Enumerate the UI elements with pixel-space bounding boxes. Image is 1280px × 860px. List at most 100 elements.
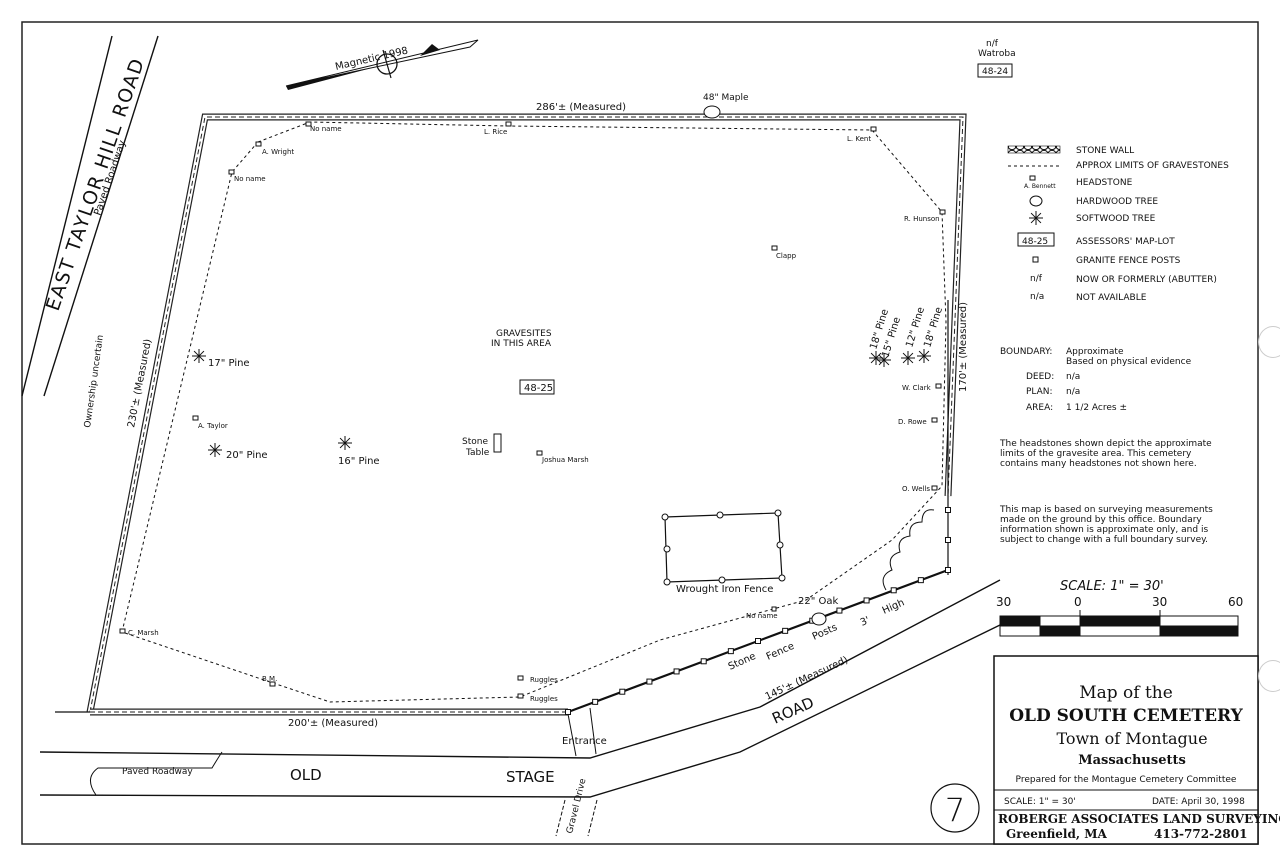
pine-17-symbol (192, 349, 206, 363)
legend-softwood-star (1029, 211, 1043, 225)
headstone-o-wells: O. Wells (902, 485, 930, 493)
fence-post (917, 577, 924, 584)
fence-post (727, 648, 734, 655)
abutter-prefix: n/f (986, 39, 999, 49)
south-dimension: 200'± (Measured) (288, 718, 378, 729)
wrought-iron-fence: Wrought Iron Fence (661, 509, 786, 595)
boundary-value-1: Approximate (1066, 347, 1124, 357)
sheet-border (21, 21, 1259, 845)
note-line-2: limits of the gravesite area. This cemet… (1000, 449, 1192, 459)
abutter-lot: 48-24 (982, 67, 1008, 77)
boundary-value-2: Based on physical evidence (1066, 357, 1192, 367)
legend-map-lot-sample: 48-25 (1022, 237, 1048, 247)
fence-post (673, 668, 680, 675)
pine-16: 16" Pine (338, 456, 380, 467)
gravesites-label-1: GRAVESITES (496, 329, 552, 339)
deed-value: n/a (1066, 372, 1080, 382)
headstone-joshua-marsh: Joshua Marsh (541, 456, 589, 464)
headstone-ruggles-2: Ruggles (530, 695, 558, 703)
fence-post (700, 658, 707, 665)
sheet-number: 7 (945, 791, 965, 829)
stone-fence-label: Stone (727, 651, 758, 673)
title-line-3: Town of Montague (1056, 729, 1207, 748)
scale-bar: SCALE: 1" = 30' 30 0 30 60 (996, 579, 1243, 637)
entrance-label: Entrance (562, 736, 607, 747)
pine-16-symbol (338, 436, 352, 450)
area-value: 1 1/2 Acres ± (1066, 403, 1127, 413)
pine-20: 20" Pine (226, 450, 268, 461)
fence-post (646, 678, 653, 685)
legend-headstone: HEADSTONE (1076, 178, 1133, 188)
scale-tick-30-left: 30 (996, 595, 1011, 609)
posts-label: Posts (811, 622, 839, 643)
prepared-for: Prepared for the Montague Cemetery Commi… (1016, 775, 1237, 785)
scale-tick-30: 30 (1152, 595, 1167, 609)
binder-hole-top (1258, 326, 1280, 358)
headstone-no-name-3: No name (746, 612, 778, 620)
north-arrow: Magnetic 1998 (285, 39, 479, 90)
fence-post (592, 698, 599, 705)
title-line-1: Map of the (1079, 683, 1173, 703)
pine-12-symbol (901, 351, 915, 365)
parcel-label: 48-25 (524, 383, 553, 394)
scale-title: SCALE: 1" = 30' (1060, 579, 1164, 594)
legend-hardwood-icon (1029, 195, 1043, 207)
note-line-3: contains many headstones not shown here. (1000, 459, 1197, 469)
notes: The headstones shown depict the approxim… (999, 439, 1213, 545)
legend-na-sym: n/a (1030, 292, 1044, 302)
legend-headstone-sample: A. Bennett (1024, 183, 1056, 190)
legend-fence-post-icon (1032, 256, 1039, 263)
deed-label: DEED: (1026, 372, 1054, 382)
binder-hole-bottom (1258, 660, 1280, 692)
fence-post (836, 607, 843, 614)
stone-wall (55, 113, 967, 716)
legend-hardwood: HARDWOOD TREE (1076, 197, 1158, 207)
headstone-no-name-1: No name (310, 125, 342, 133)
legend-softwood-icon (1029, 211, 1043, 225)
stone-fence: Entrance Stone Fence Posts 3' High (562, 507, 951, 757)
iron-fence-label: Wrought Iron Fence (676, 584, 773, 595)
title-date: DATE: April 30, 1998 (1152, 797, 1245, 807)
legend-stone-wall: STONE WALL (1076, 146, 1134, 156)
legend-na: NOT AVAILABLE (1076, 293, 1147, 303)
maple-48: 48" Maple (703, 93, 749, 103)
scale-tick-60: 60 (1228, 595, 1243, 609)
gravel-drive-label: Gravel Drive (565, 777, 588, 835)
headstone-a-taylor: A. Taylor (198, 422, 228, 430)
headstone-bm: B.M. (262, 675, 277, 683)
headstone-no-name-2: No name (234, 175, 266, 183)
road-name-stage: STAGE (506, 768, 555, 786)
legend-map-lot: ASSESSORS' MAP-LOT (1076, 237, 1175, 247)
fence-post (945, 537, 951, 543)
plan-value: n/a (1066, 387, 1080, 397)
headstone-clapp: Clapp (776, 252, 797, 260)
note-line-7: subject to change with a full boundary s… (1000, 535, 1208, 545)
pine-18b-symbol (917, 349, 931, 363)
title-block: Map of the OLD SOUTH CEMETERY Town of Mo… (993, 655, 1280, 845)
note-line-4: This map is based on surveying measureme… (999, 505, 1213, 515)
title-line-2: OLD SOUTH CEMETERY (1009, 706, 1243, 726)
legend-nf: NOW OR FORMERLY (ABUTTER) (1076, 275, 1217, 285)
ownership-note: Ownership uncertain (83, 334, 106, 428)
softwood-trees (192, 349, 931, 457)
title-scale: SCALE: 1" = 30' (1004, 797, 1076, 807)
fence-height-label: 3' (859, 615, 872, 629)
boundary-label: BOUNDARY: (1000, 347, 1052, 357)
stone-table-label-2: Table (465, 448, 490, 458)
legend: STONE WALL APPROX LIMITS OF GRAVESTONES … (1007, 145, 1229, 303)
oak-22-symbol (811, 612, 827, 626)
boundary-info: BOUNDARY: Approximate Based on physical … (1000, 347, 1192, 413)
pine-17: 17" Pine (208, 358, 250, 369)
fence-high-label: High (881, 597, 906, 616)
headstone-l-rice: L. Rice (484, 128, 507, 136)
gravesites-label-2: IN THIS AREA (491, 339, 552, 349)
scale-tick-0: 0 (1074, 595, 1082, 609)
road-name-east-taylor: EAST TAYLOR HILL ROAD (42, 55, 149, 314)
firm-name: ROBERGE ASSOCIATES LAND SURVEYING (998, 812, 1280, 826)
fence-post (945, 567, 951, 573)
firm-phone: 413-772-2801 (1154, 827, 1247, 841)
stone-table-label-1: Stone (462, 437, 488, 447)
fence-label: Fence (765, 641, 796, 663)
fence-post (863, 597, 870, 604)
